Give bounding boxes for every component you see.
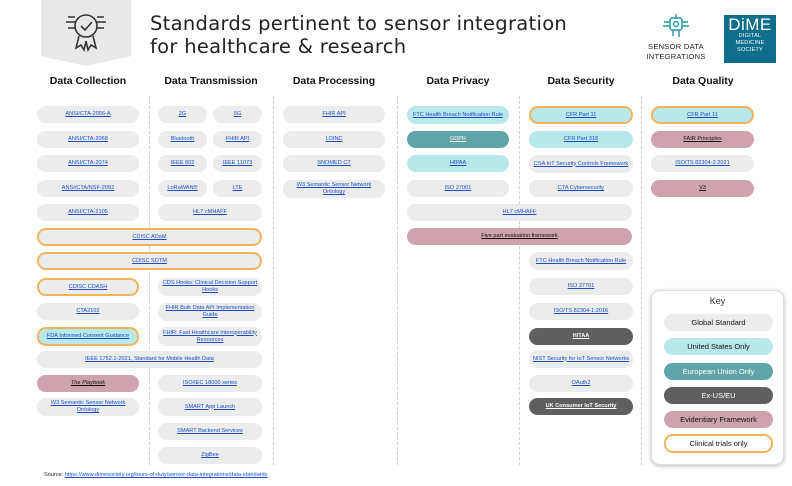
standard-pill[interactable]: ZigBee [158,447,262,464]
column-divider [397,96,398,465]
column-header-data-security: Data Security [547,75,615,87]
standard-pill[interactable]: IEEE 11073 [213,155,262,172]
standard-pill[interactable]: LOINC [283,131,385,148]
standard-pill[interactable]: FDA Informed Consent Guidance [37,327,139,346]
dime-logo-line-2: MEDICINE [735,40,765,47]
standard-pill[interactable]: IEEE 802 [158,155,207,172]
legend-item-evidentiary: Evidentiary Framework [664,411,773,428]
standard-pill[interactable]: FHIR API [283,106,385,123]
standard-pill[interactable]: CDISC CDASH [37,278,139,296]
source-line: Source: https://www.dimesociety.org/tour… [44,472,267,478]
column-divider [641,96,642,465]
standard-pill[interactable]: HITAA [529,328,633,345]
standard-pill[interactable]: ANSI/CTA/NSF-2092 [37,180,139,197]
dime-logo-line-3: SOCIETY [737,47,763,54]
legend-item-us-only: United States Only [664,338,773,355]
standard-pill[interactable]: CFR Part 318 [529,131,633,148]
dime-logo: DiME DIGITAL MEDICINE SOCIETY [724,15,776,63]
legend-item-ex-us-eu: Ex-US/EU [664,387,773,404]
title-line-1: Standards pertinent to sensor integratio… [150,12,568,35]
standard-pill[interactable]: HL7 cMHAFF [158,204,262,221]
standard-pill[interactable]: V3 [651,180,754,197]
standard-pill[interactable]: SMART App Launch [158,398,262,416]
standard-pill[interactable]: SMART Backend Services [158,423,262,440]
standard-pill[interactable]: CDS Hooks: Clinical Decision Support Hoo… [158,278,262,296]
column-divider [149,96,150,465]
standard-pill[interactable]: CFR Part 11 [529,106,633,124]
legend-title: Key [709,296,726,306]
sdi-logo-line-1: SENSOR DATA [648,42,704,51]
standard-pill[interactable]: W3 Semantic Sensor Network Ontology [37,398,139,416]
title-line-2: for healthcare & research [150,35,407,58]
standard-pill[interactable]: HIPAA [407,155,509,172]
standard-pill[interactable]: ISO/IEC 18000 series [158,375,262,392]
column-header-data-processing: Data Processing [292,75,376,87]
standard-pill[interactable]: ISO/TS 82304-1:2016 [529,303,633,320]
sensor-chip-logo-icon [663,14,689,37]
legend-item-global: Global Standard [664,314,773,331]
source-link[interactable]: https://www.dimesociety.org/tours-of-dut… [64,472,268,478]
standard-pill[interactable]: FHIR: Fast Healthcare Interoperability R… [158,327,262,346]
standard-pill[interactable]: Bluetooth [158,131,207,148]
standard-pill[interactable]: FTC Health Breach Notification Rule [529,252,633,270]
standard-pill[interactable]: ANSI/CTA-2056-A [37,106,139,123]
standard-pill[interactable]: CFR Part 11 [651,106,754,124]
source-prefix: Source: [44,472,65,478]
standard-pill[interactable]: CSA IoT Security Controls Framework [529,155,633,173]
dime-logo-line-1: DIGITAL [738,33,762,39]
standard-pill[interactable]: CDISC SDTM [37,252,262,270]
standard-pill[interactable]: Five part evaluation framework [407,228,632,245]
standard-pill[interactable]: ISO/TS 82304-2:2021 [651,155,754,172]
standard-pill[interactable]: OAuth2 [529,375,633,392]
standard-pill[interactable]: FHIR Bulk Data API Implementation Guide [158,303,262,321]
chip-certified-icon [66,14,106,53]
standard-pill[interactable]: The Playbook [37,375,139,392]
standard-pill[interactable]: CTA2102 [37,303,139,320]
standard-pill[interactable]: CDISC ADaM [37,228,262,246]
standard-pill[interactable]: LoRaWAN® [158,180,207,197]
legend-key: Key Global Standard United States Only E… [651,290,784,465]
standard-pill[interactable]: ANSI/CTA-2105 [37,204,139,221]
legend-item-clinical-trials: Clinical trials only [664,434,773,453]
column-divider [519,96,520,465]
standard-pill[interactable]: 2G [158,106,207,123]
standard-pill[interactable]: FHIR API [213,131,262,148]
column-header-data-quality: Data Quality [672,75,734,87]
standard-pill[interactable]: IEEE 1752.1-2021, Standard for Mobile He… [37,351,262,368]
standard-pill[interactable]: W3 Semantic Sensor Network Ontology [283,180,385,198]
standard-pill[interactable]: LTE [213,180,262,197]
page-title: Standards pertinent to sensor integratio… [150,12,567,58]
standard-pill[interactable]: FAIR Principles [651,131,754,148]
standard-pill[interactable]: 5G [213,106,262,123]
standard-pill[interactable]: UK Consumer IoT Security [529,398,633,415]
column-header-data-collection: Data Collection [49,75,127,87]
standard-pill[interactable]: NIST Security for IoT Sensor Networks [529,350,633,368]
standard-pill[interactable]: ISO 27701 [529,278,633,295]
legend-item-eu-only: European Union Only [664,363,773,380]
standard-pill[interactable]: SNOMED CT [283,155,385,172]
standard-pill[interactable]: HL7 cMHAFF [407,204,632,221]
standard-pill[interactable]: ANSI/CTA-2074 [37,155,139,172]
standard-pill[interactable]: ISO 27001 [407,180,509,197]
standard-pill[interactable]: GDPR [407,131,509,148]
standard-pill[interactable]: FTC Health Breach Notification Rule [407,106,509,124]
header-badge [41,0,131,66]
sdi-logo-line-2: INTEGRATIONS [646,51,706,61]
column-divider [273,96,274,465]
standard-pill[interactable]: ANSI/CTA-2068 [37,131,139,148]
standard-pill[interactable]: CTA Cybersecurity [529,180,633,197]
column-header-data-transmission: Data Transmission [164,75,258,87]
dime-logo-wordmark: DiME [728,15,772,34]
sensor-data-integrations-logo: SENSOR DATA INTEGRATIONS [640,14,712,61]
column-header-data-privacy: Data Privacy [426,75,490,87]
